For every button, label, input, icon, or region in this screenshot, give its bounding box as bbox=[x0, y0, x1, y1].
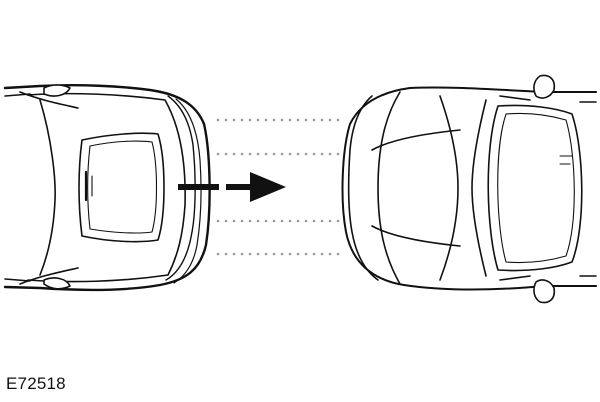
direction-arrow-icon bbox=[178, 172, 286, 202]
alignment-guides bbox=[216, 118, 346, 256]
car-rear-icon bbox=[3, 84, 211, 292]
figure-code: E72518 bbox=[6, 374, 66, 393]
car-front-icon bbox=[341, 74, 597, 304]
